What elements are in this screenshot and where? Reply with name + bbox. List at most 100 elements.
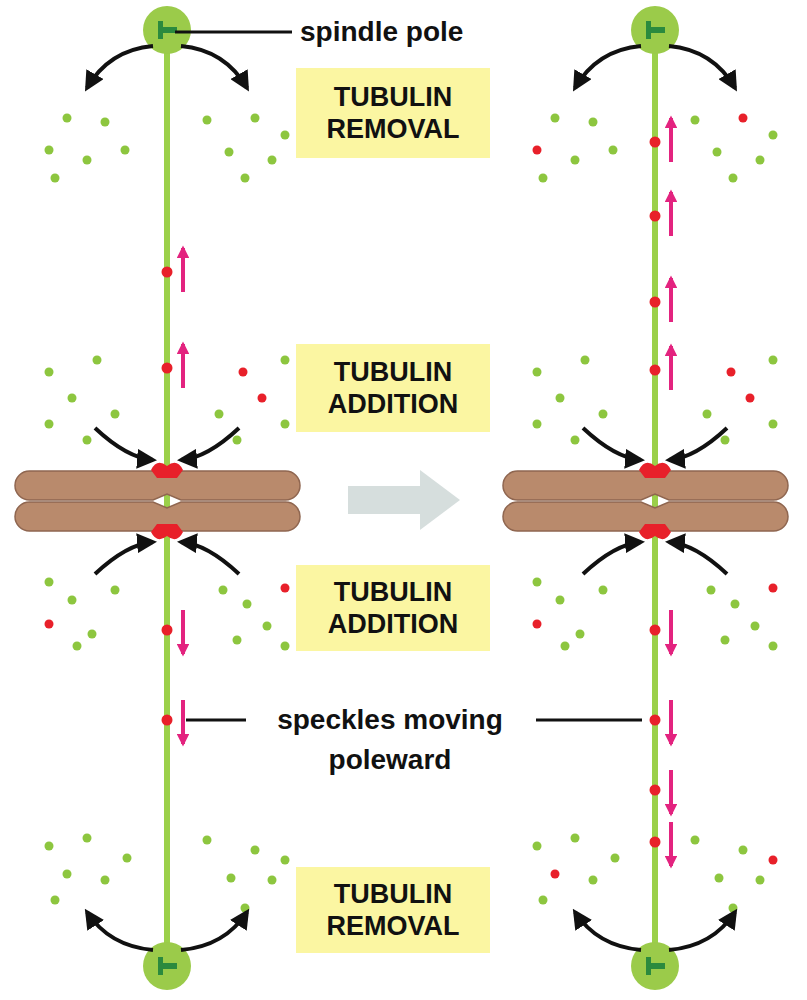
- flux-arrow: [575, 46, 641, 88]
- poleward-arrow: [181, 344, 185, 388]
- tubulin-subunit: [756, 156, 765, 165]
- tubulin-subunit: [769, 356, 778, 365]
- leader-line: [536, 719, 642, 722]
- tubulin-subunit: [63, 870, 72, 879]
- label-box: TUBULIN REMOVAL: [296, 867, 490, 953]
- tubulin-subunit: [215, 410, 224, 419]
- flux-arrow: [669, 912, 735, 950]
- leader-line: [175, 31, 292, 34]
- tubulin-subunit: [281, 420, 290, 429]
- tubulin-subunit: [551, 870, 560, 879]
- tubulin-subunit: [68, 596, 77, 605]
- tubulin-subunit: [251, 846, 260, 855]
- tubulin-subunit: [281, 642, 290, 651]
- tubulin-subunit: [45, 420, 54, 429]
- flux-arrow: [181, 912, 247, 950]
- tubulin-subunit: [93, 356, 102, 365]
- flux-arrow: [181, 542, 239, 574]
- flux-arrow: [575, 912, 641, 950]
- poleward-arrow: [181, 248, 185, 292]
- tubulin-subunit: [533, 578, 542, 587]
- tubulin-subunit: [281, 856, 290, 865]
- label-box: TUBULIN REMOVAL: [296, 68, 490, 158]
- tubulin-subunit: [45, 146, 54, 155]
- tubulin-subunit: [769, 131, 778, 140]
- tubulin-subunit: [556, 394, 565, 403]
- tubulin-subunit: [258, 394, 267, 403]
- poleward-arrow: [669, 118, 673, 162]
- poleward-arrow: [669, 822, 673, 866]
- flux-arrow: [583, 428, 641, 460]
- speckle: [650, 137, 661, 148]
- box-label: TUBULIN ADDITION: [306, 576, 480, 641]
- poleward-arrow: [669, 770, 673, 814]
- box-label: TUBULIN ADDITION: [306, 356, 480, 421]
- tubulin-subunit: [691, 836, 700, 845]
- tubulin-subunit: [51, 896, 60, 905]
- poleward-arrow: [669, 700, 673, 744]
- speckle: [162, 715, 173, 726]
- tubulin-subunit: [739, 846, 748, 855]
- speckle: [650, 297, 661, 308]
- flux-arrow: [669, 542, 727, 574]
- pole-glyph: [163, 963, 177, 969]
- tubulin-subunit: [239, 368, 248, 377]
- kinetochore: [639, 524, 671, 539]
- kinetochore: [639, 463, 671, 478]
- flux-arrow: [181, 428, 239, 460]
- poleward-arrow: [181, 700, 185, 744]
- tubulin-subunit: [769, 584, 778, 593]
- tubulin-subunit: [551, 114, 560, 123]
- tubulin-subunit: [571, 436, 580, 445]
- poleward-arrow: [669, 346, 673, 390]
- tubulin-subunit: [63, 114, 72, 123]
- tubulin-subunit: [581, 356, 590, 365]
- tubulin-subunit: [227, 874, 236, 883]
- pole-glyph: [158, 21, 163, 39]
- tubulin-subunit: [539, 896, 548, 905]
- pole-glyph: [646, 957, 651, 975]
- flux-arrow: [87, 46, 153, 88]
- label-box: TUBULIN ADDITION: [296, 344, 490, 432]
- tubulin-subunit: [721, 636, 730, 645]
- poleward-arrow: [669, 278, 673, 322]
- tubulin-subunit: [203, 836, 212, 845]
- tubulin-subunit: [83, 834, 92, 843]
- tubulin-subunit: [121, 146, 130, 155]
- tubulin-subunit: [533, 368, 542, 377]
- tubulin-subunit: [45, 842, 54, 851]
- speckle: [650, 785, 661, 796]
- tubulin-subunit: [729, 904, 738, 913]
- leader-line: [186, 719, 246, 722]
- speckle: [162, 267, 173, 278]
- tubulin-subunit: [746, 394, 755, 403]
- tubulin-subunit: [45, 620, 54, 629]
- tubulin-subunit: [571, 834, 580, 843]
- flux-arrow: [583, 542, 641, 574]
- tubulin-subunit: [539, 174, 548, 183]
- pole-glyph: [163, 27, 177, 33]
- tubulin-subunit: [715, 874, 724, 883]
- spindle-panel: [15, 6, 300, 990]
- tubulin-subunit: [731, 600, 740, 609]
- flux-arrow: [87, 912, 153, 950]
- kinetochore: [151, 524, 183, 539]
- tubulin-subunit: [225, 148, 234, 157]
- tubulin-subunit: [589, 118, 598, 127]
- tubulin-subunit: [599, 410, 608, 419]
- pole-glyph: [651, 963, 665, 969]
- pole-label: spindle pole: [300, 12, 463, 52]
- speckle: [650, 625, 661, 636]
- speckle: [650, 837, 661, 848]
- tubulin-subunit: [251, 114, 260, 123]
- tubulin-subunit: [203, 116, 212, 125]
- tubulin-subunit: [729, 174, 738, 183]
- tubulin-subunit: [751, 622, 760, 631]
- tubulin-subunit: [88, 630, 97, 639]
- tubulin-subunit: [243, 600, 252, 609]
- tubulin-subunit: [727, 368, 736, 377]
- tubulin-subunit: [233, 436, 242, 445]
- speckle: [162, 363, 173, 374]
- tubulin-subunit: [533, 620, 542, 629]
